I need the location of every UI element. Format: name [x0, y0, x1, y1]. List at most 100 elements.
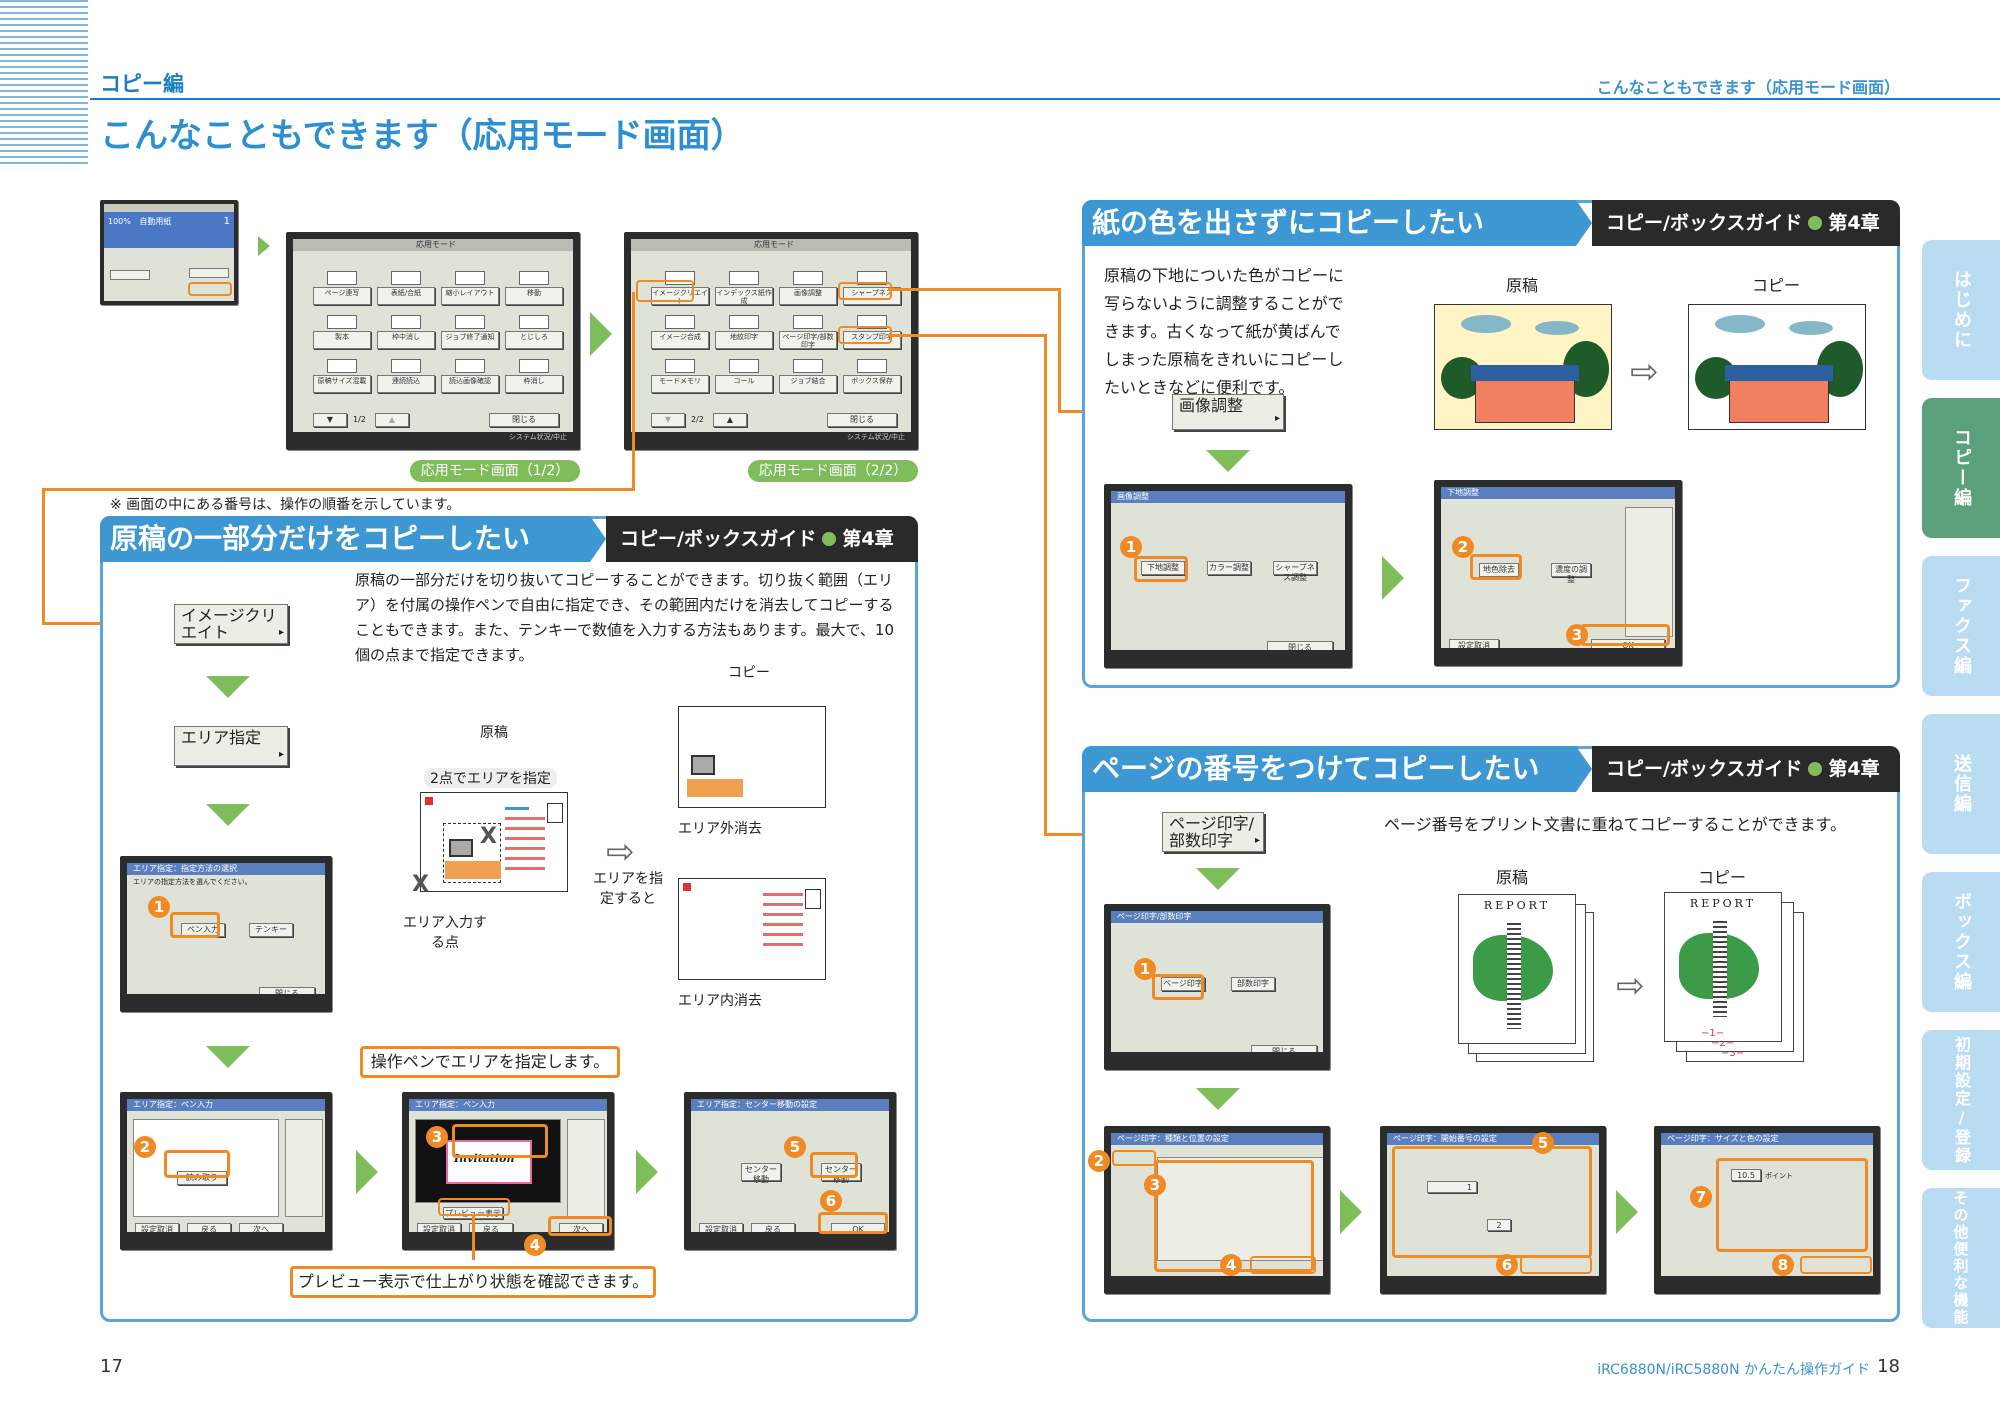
s2-page-num: 2/2: [691, 415, 704, 424]
step-1-tr: 1: [1120, 536, 1142, 558]
step-2-left: 2: [134, 1136, 156, 1158]
step-7-br: 7: [1690, 1186, 1712, 1208]
section-partial-copy-tag: コピー/ボックスガイド第4章: [606, 516, 918, 562]
tag-dot: [822, 532, 837, 546]
report-title-copy: REPORT: [1689, 897, 1757, 910]
connector-tr-v: [1058, 288, 1061, 412]
tab-box[interactable]: ボックス編: [1922, 872, 2000, 1012]
s2-tile-9[interactable]: モードメモリ: [651, 357, 709, 397]
hollow-arrow-left: ⇨: [606, 832, 635, 872]
flow-arrow-2: [590, 312, 612, 356]
page-type-highlight: [1112, 1150, 1156, 1166]
footer-product: iRC6880N/iRC5880N かんたん操作ガイド: [1597, 1362, 1870, 1378]
adjust-b-title: 下地調整: [1441, 487, 1675, 499]
s1-close[interactable]: 閉じる: [489, 413, 559, 427]
connector-left-v1: [632, 292, 635, 490]
page-print-screen: ページ印字/部数印字 ページ印字 部数印字 閉じる: [1104, 904, 1330, 1070]
original-illustration: [420, 792, 568, 892]
s1-tile-3[interactable]: 縮小レイアウト: [441, 269, 499, 309]
page-mark-3: −3−: [1721, 1048, 1745, 1059]
s2-tile-6[interactable]: 地紋印字: [715, 313, 773, 353]
s1-tile-8[interactable]: とじしろ: [505, 313, 563, 353]
tab-settings[interactable]: 初期設定/登録: [1922, 1030, 2000, 1170]
s2-tile-5[interactable]: イメージ合成: [651, 313, 709, 353]
down-arrow-br-2: [1196, 1088, 1240, 1110]
s1-tile-9[interactable]: 原稿サイズ混載: [313, 357, 371, 397]
s1-tile-12[interactable]: 枠消し: [505, 357, 563, 397]
color-adjust-btn[interactable]: カラー調整: [1207, 561, 1251, 575]
s2-footer: システム状況/中止: [631, 432, 911, 443]
size-field[interactable]: 10.5: [1731, 1169, 1761, 1181]
s1-tile-7[interactable]: ジョブ終了通知: [441, 313, 499, 353]
s2-page-up[interactable]: ▲: [713, 413, 747, 427]
copy-count-print-btn[interactable]: 部数印字: [1231, 977, 1275, 991]
area-pen-highlight: [170, 912, 220, 938]
s2-tile-7[interactable]: ページ印字/部数印字: [779, 313, 837, 353]
image-adjust-button[interactable]: 画像調整: [1172, 394, 1284, 430]
s2-page-down[interactable]: ▼: [651, 413, 685, 427]
s2-tile-2[interactable]: インデックス紙作成: [715, 269, 773, 309]
center-move-btn-1[interactable]: センター移動: [741, 1163, 781, 1184]
section-partial-copy-chevron: [590, 516, 606, 562]
start-number-field[interactable]: 1: [1427, 1181, 1477, 1193]
pill-screen-2: 応用モード画面（2/2）: [748, 460, 918, 482]
step-1-br: 1: [1134, 958, 1156, 980]
bg-adjust-btn[interactable]: 下地調整: [1141, 561, 1185, 575]
page-b-title: ページ印字：種類と位置の設定: [1111, 1133, 1323, 1145]
basic-advanced-highlight: [188, 282, 232, 296]
page-mark-2: −2−: [1711, 1038, 1735, 1049]
label-original-left: 原稿: [480, 725, 508, 741]
next-highlight: [548, 1216, 612, 1236]
screen1-title: 応用モード: [293, 239, 573, 251]
label-area-points: エリア入力する点: [403, 915, 487, 951]
step-2-tr: 2: [1452, 536, 1474, 558]
s1-page-up[interactable]: ▲: [375, 413, 409, 427]
label-when-specified: エリアを指定すると: [593, 871, 663, 907]
s2-tile-11[interactable]: ジョブ結合: [779, 357, 837, 397]
section-background-color-title: 紙の色を出さずにコピーしたい: [1082, 200, 1576, 246]
screen2-highlight-1: [636, 280, 694, 302]
tab-copy[interactable]: コピー編: [1922, 398, 2000, 538]
pill-screen-1: 応用モード画面（1/2）: [410, 460, 580, 482]
down-arrow-1: [206, 676, 250, 698]
original-doc-1: REPORT: [1458, 894, 1576, 1044]
s1-tile-11[interactable]: 読込画像確認: [441, 357, 499, 397]
center-d-title: エリア指定：センター移動の設定: [691, 1099, 889, 1111]
s2-tile-4[interactable]: シャープネス: [843, 269, 901, 309]
page-print-btn[interactable]: ページ印字: [1161, 977, 1205, 991]
area-key-button[interactable]: テンキー: [249, 923, 293, 937]
step-3-tr: 3: [1566, 624, 1588, 646]
hollow-arrow-br: ⇨: [1616, 966, 1645, 1006]
tab-intro[interactable]: はじめに: [1922, 240, 2000, 380]
bg-remove-btn[interactable]: 地色除去: [1479, 563, 1519, 577]
pen-preview-screen: エリア指定：ペン入力 Invitation プレビュー表示 設定取消 戻る 次へ: [402, 1092, 614, 1250]
density-btn[interactable]: 濃度の調整: [1551, 563, 1591, 584]
s1-tile-4[interactable]: 移動: [505, 269, 563, 309]
s2-tile-10[interactable]: コール: [715, 357, 773, 397]
s2-tile-8[interactable]: スタンプ印字: [843, 313, 901, 353]
page-print-button[interactable]: ページ印字/部数印字: [1162, 812, 1264, 852]
sharpness-adjust-btn[interactable]: シャープネス調整: [1273, 561, 1317, 582]
s1-tile-1[interactable]: ページ連写: [313, 269, 371, 309]
tab-send[interactable]: 送信編: [1922, 714, 2000, 854]
image-create-button[interactable]: イメージクリエイト: [174, 604, 288, 644]
connector-br-v: [1044, 334, 1047, 836]
s2-close[interactable]: 閉じる: [827, 413, 897, 427]
s1-tile-2[interactable]: 表紙/合紙: [377, 269, 435, 309]
tab-fax[interactable]: ファクス編: [1922, 556, 2000, 696]
basic-screen-thumb: 100% 自動用紙 1: [100, 200, 238, 305]
s1-tile-6[interactable]: 枠中消し: [377, 313, 435, 353]
page-type-position-screen: ページ印字：種類と位置の設定: [1104, 1126, 1330, 1294]
s2-tile-12[interactable]: ボックス保存: [843, 357, 901, 397]
s1-tile-10[interactable]: 連続読込: [377, 357, 435, 397]
s2-tile-3[interactable]: 画像調整: [779, 269, 837, 309]
s1-tile-5[interactable]: 製本: [313, 313, 371, 353]
flow-arrow-br-2: [1616, 1190, 1638, 1234]
section-background-color-chevron: [1576, 200, 1592, 246]
area-spec-button[interactable]: エリア指定: [174, 726, 288, 766]
s1-page-down[interactable]: ▼: [313, 413, 347, 427]
page-d-title: ページ印字：サイズと色の設定: [1661, 1133, 1873, 1145]
tab-other[interactable]: その他便利な機能: [1922, 1188, 2000, 1328]
copies-field[interactable]: 2: [1487, 1219, 1511, 1231]
copy-doc-1: REPORT −1−: [1664, 892, 1782, 1042]
